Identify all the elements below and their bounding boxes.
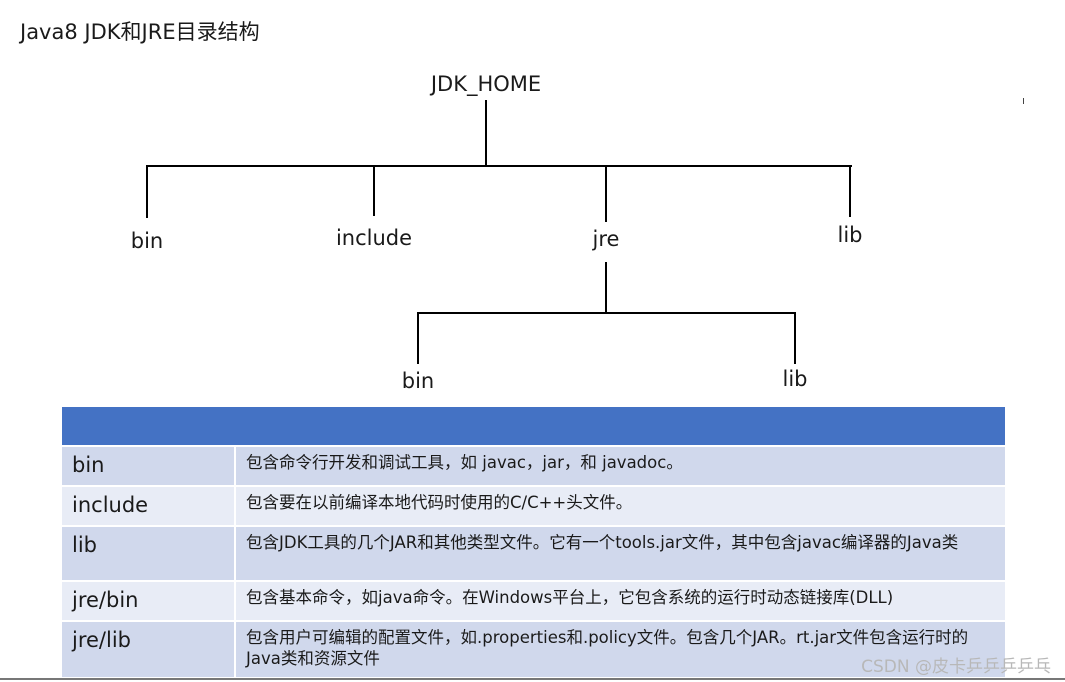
page-title: Java8 JDK和JRE目录结构 — [20, 20, 260, 44]
row-desc: 包含用户可编辑的配置文件，如.properties和.policy文件。包含几个… — [246, 628, 969, 668]
row-desc: 包含JDK工具的几个JAR和其他类型文件。它有一个tools.jar文件，其中包… — [246, 533, 959, 552]
node-bin: bin — [130, 229, 164, 253]
connector-include — [373, 165, 375, 216]
row-name: lib — [62, 527, 236, 580]
row-name: include — [62, 487, 236, 525]
table-header — [62, 407, 1005, 445]
connector-jre — [605, 165, 607, 222]
table-row: bin 包含命令行开发和调试工具，如 javac，jar，和 javadoc。 — [62, 445, 1005, 485]
node-jre-lib: lib — [782, 367, 808, 391]
connector-root — [485, 100, 487, 166]
row-desc: 包含基本命令，如java命令。在Windows平台上，它包含系统的运行时动态链接… — [246, 588, 894, 607]
table-body: bin 包含命令行开发和调试工具，如 javac，jar，和 javadoc。 … — [62, 445, 1005, 677]
node-jre-bin: bin — [401, 369, 435, 393]
row-name: bin — [62, 447, 236, 485]
watermark: CSDN @皮卡乒乒乒乒乓 — [861, 657, 1051, 677]
connector-jre-bin — [417, 312, 419, 364]
row-desc: 包含要在以前编译本地代码时使用的C/C++头文件。 — [246, 493, 633, 512]
connector-level1 — [146, 165, 852, 167]
table-row: lib 包含JDK工具的几个JAR和其他类型文件。它有一个tools.jar文件… — [62, 525, 1005, 580]
node-jre: jre — [592, 227, 620, 251]
bottom-rule — [0, 678, 1065, 680]
connector-jre-down — [605, 262, 607, 313]
table-row: jre/bin 包含基本命令，如java命令。在Windows平台上，它包含系统… — [62, 580, 1005, 620]
connector-bin — [146, 165, 148, 218]
connector-jre-lib — [794, 312, 796, 364]
table-row: jre/lib 包含用户可编辑的配置文件，如.properties和.polic… — [62, 620, 1005, 677]
connector-level2 — [417, 312, 796, 314]
row-name: jre/lib — [62, 622, 236, 677]
node-lib: lib — [837, 223, 863, 247]
node-include: include — [335, 226, 413, 250]
node-jdk-home: JDK_HOME — [430, 72, 542, 96]
directory-table: bin 包含命令行开发和调试工具，如 javac，jar，和 javadoc。 … — [62, 407, 1005, 677]
table-row: include 包含要在以前编译本地代码时使用的C/C++头文件。 — [62, 485, 1005, 525]
stray-mark — [1023, 98, 1024, 104]
connector-lib — [849, 165, 851, 217]
row-desc: 包含命令行开发和调试工具，如 javac，jar，和 javadoc。 — [246, 453, 683, 472]
row-name: jre/bin — [62, 582, 236, 620]
